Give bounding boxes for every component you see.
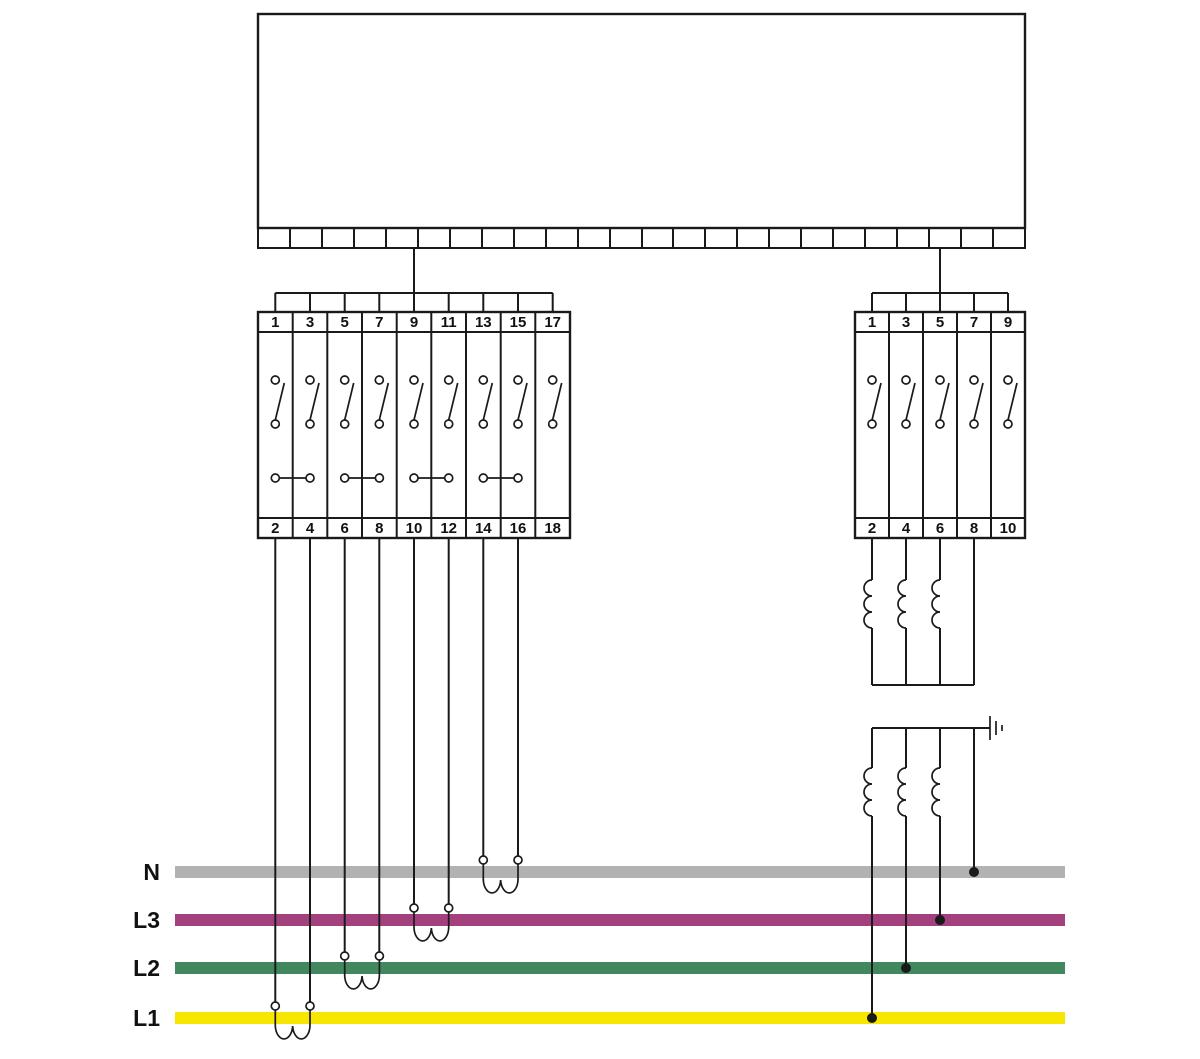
- terminal-number: 1: [868, 314, 876, 331]
- device-to-block-connections: [274, 248, 1009, 312]
- terminal-number: 9: [1004, 314, 1012, 331]
- disconnect-switch-icon: [1003, 375, 1018, 429]
- bus-bar-n: [175, 866, 1065, 878]
- terminal-number: 2: [271, 520, 279, 537]
- disconnect-switch-icon: [867, 375, 882, 429]
- disconnect-switch-icon: [513, 375, 528, 429]
- disconnect-switch-icon: [374, 375, 390, 429]
- terminal-number: 7: [970, 314, 978, 331]
- terminal-number: 8: [970, 520, 978, 537]
- bus-bars: N L3 L2 L1: [133, 859, 1065, 1031]
- voltage-transformer-section: [863, 538, 1003, 1023]
- transformer-coil-icon: [863, 767, 873, 817]
- transformer-coil-icon: [931, 579, 941, 629]
- disconnect-switch-icon: [935, 375, 950, 429]
- bus-bar-l1: [175, 1012, 1065, 1024]
- bus-label-l3: L3: [133, 907, 160, 933]
- terminal-number: 1: [271, 314, 279, 331]
- terminal-number: 8: [375, 520, 383, 537]
- bus-label-n: N: [143, 859, 160, 885]
- transformer-coil-icon: [931, 767, 941, 817]
- left-ct-wires: [274, 538, 519, 1002]
- terminal-number: 9: [410, 314, 418, 331]
- bus-bar-l2: [175, 962, 1065, 974]
- disconnect-switch-icon: [339, 375, 355, 429]
- terminal-number: 4: [902, 520, 911, 537]
- disconnect-switch-icon: [901, 375, 916, 429]
- disconnect-switch-icon: [409, 375, 424, 429]
- terminal-number: 13: [475, 314, 492, 331]
- transformer-coil-icon: [897, 767, 907, 817]
- device-box: [256, 12, 1027, 249]
- right-terminal-block: 1 3 5 7 9 2 4 6 8 10: [853, 310, 1027, 540]
- junction-dot-l2: [901, 963, 911, 973]
- terminal-number: 16: [510, 520, 527, 537]
- device-terminal-strip-dividers: [289, 228, 994, 248]
- right-comb: [871, 292, 1009, 312]
- terminal-number: 6: [936, 520, 944, 537]
- bus-label-l1: L1: [133, 1005, 160, 1031]
- terminal-number: 15: [510, 314, 527, 331]
- left-terminal-block: 1 3 5 7 9 11 13 15 17 2 4 6 8 10 12 14 1…: [256, 310, 572, 540]
- disconnect-switch-icon: [478, 375, 494, 429]
- disconnect-switch-icon: [443, 375, 459, 429]
- ground-icon: [989, 715, 1003, 741]
- terminal-number: 10: [1000, 520, 1017, 537]
- terminal-number: 4: [306, 520, 315, 537]
- bus-bar-l3: [175, 914, 1065, 926]
- terminal-number: 12: [440, 520, 457, 537]
- terminal-number: 6: [341, 520, 349, 537]
- left-comb: [274, 292, 554, 312]
- terminal-number: 5: [936, 314, 944, 331]
- terminal-number: 3: [902, 314, 910, 331]
- terminal-number: 10: [406, 520, 423, 537]
- terminal-number: 7: [375, 314, 383, 331]
- vt-wiring: [871, 538, 990, 1018]
- terminal-number: 11: [441, 314, 457, 331]
- terminal-number: 3: [306, 314, 314, 331]
- disconnect-switch-icon: [305, 375, 320, 429]
- disconnect-switch-icon: [547, 375, 563, 429]
- transformer-coil-icon: [897, 579, 907, 629]
- junction-dot-n: [969, 867, 979, 877]
- transformer-coil-icon: [863, 579, 873, 629]
- terminal-number: 17: [544, 314, 561, 331]
- terminal-number: 14: [475, 520, 492, 537]
- terminal-number: 18: [544, 520, 561, 537]
- disconnect-switch-icon: [270, 375, 286, 429]
- junction-dot-l1: [867, 1013, 877, 1023]
- junction-dot-l3: [935, 915, 945, 925]
- bus-label-l2: L2: [133, 955, 160, 981]
- disconnect-switch-icon: [969, 375, 984, 429]
- terminal-number: 5: [341, 314, 349, 331]
- terminal-number: 2: [868, 520, 876, 537]
